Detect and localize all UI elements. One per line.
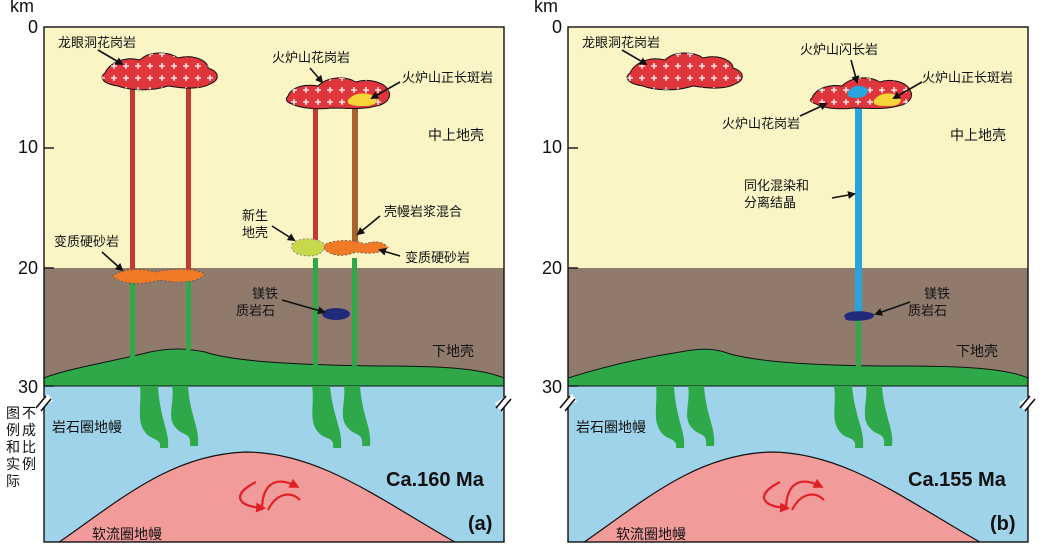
tick-label-a-30: 30 [18, 377, 38, 397]
label-metagraywacke-left: 变质硬砂岩 [54, 234, 119, 250]
label-asthenospheric-mantle: 软流圈地幔 [92, 527, 162, 543]
label-huolu-syenite: 火炉山正长斑岩 [402, 71, 493, 86]
label-longyan-granite-b: 龙眼洞花岗岩 [582, 35, 660, 51]
tick-label-a-10: 10 [18, 137, 38, 157]
underplated-mafic-layer [44, 348, 504, 387]
axis-unit-a: km [10, 0, 34, 16]
label-huolu-syenite-b: 火炉山正长斑岩 [922, 71, 1013, 86]
tick-label-b-20: 20 [542, 258, 562, 278]
labels-panel-a: 龙眼洞花岗岩 火炉山花岗岩 火炉山正长斑岩 中上地壳 新生地壳 壳幔岩浆混合 变… [52, 35, 493, 543]
label-age-a: Ca.160 Ma [386, 469, 485, 491]
longyan-granite-pluton [101, 52, 218, 91]
mafic-feeders [130, 258, 357, 366]
depth-axis-b: km 0 10 20 30 [534, 0, 578, 397]
upper-crust-layer-b [568, 27, 1028, 268]
mafic-rock-body [322, 308, 350, 320]
label-mafic-rock: 镁铁质岩石 [236, 287, 278, 319]
panel-tag-b: (b) [990, 513, 1016, 535]
tick-label-a-20: 20 [18, 258, 38, 278]
asthenosphere-dome [58, 451, 456, 542]
scale-note: 图例和实际不成比例 [6, 406, 36, 490]
scale-note-text: 图例和实际不成比例 [6, 406, 36, 490]
labels-panel-b: 龙眼洞花岗岩 火炉山闪长岩 火炉山正长斑岩 火炉山花岗岩 中上地壳 同化混染和分… [576, 35, 1016, 543]
leader-arrows [97, 49, 923, 316]
huolu-granite-pluton-b [809, 77, 912, 110]
panel-tag-a: (a) [468, 513, 492, 535]
label-new-crust: 新生地壳 [242, 208, 268, 241]
label-magma-mixing: 壳幔岩浆混合 [384, 205, 462, 220]
label-age-b: Ca.155 Ma [908, 469, 1007, 491]
mafic-rock-body-b [844, 311, 875, 321]
new-crust-body [291, 238, 325, 257]
label-afc: 同化混染和分离结晶 [744, 179, 809, 211]
label-metagraywacke-right: 变质硬砂岩 [405, 250, 470, 266]
tick-label-a-0: 0 [28, 17, 38, 37]
mafic-feeder-b [856, 318, 861, 368]
axis-unit-b: km [534, 0, 558, 16]
label-mafic-rock-b: 镁铁质岩石 [908, 287, 950, 319]
panel-b-frame [567, 26, 1029, 543]
asthenosphere-dome-b [583, 451, 981, 542]
metagraywacke-left [111, 268, 206, 284]
afc-conduit [855, 96, 862, 314]
panel-a [44, 27, 504, 542]
label-lithospheric-mantle: 岩石圈地幔 [52, 420, 122, 436]
label-asthenospheric-mantle-b: 软流圈地幔 [616, 527, 686, 543]
mafic-roots-b [655, 386, 893, 448]
underplated-mafic-layer-b [568, 348, 1028, 387]
label-lower-crust-b: 下地壳 [956, 343, 998, 360]
granite-conduits [130, 80, 358, 274]
panel-b [568, 27, 1028, 542]
tick-label-b-30: 30 [542, 377, 562, 397]
longyan-granite-pluton-b [626, 52, 743, 91]
label-upper-crust-b: 中上地壳 [950, 127, 1006, 144]
label-lower-crust: 下地壳 [432, 343, 474, 360]
label-upper-crust: 中上地壳 [428, 127, 484, 144]
mafic-roots [139, 386, 371, 448]
label-longyan-granite: 龙眼洞花岗岩 [58, 35, 136, 51]
depth-axis-a: km 0 10 20 30 [10, 0, 54, 397]
tick-label-b-10: 10 [542, 137, 562, 157]
panel-a-frame [43, 26, 505, 543]
scale-break-marks [35, 394, 1037, 412]
diorite-cap [847, 85, 868, 98]
huolu-granite-pluton [285, 77, 390, 110]
asthenosphere-flow-arrows-b [763, 478, 825, 513]
label-huolu-granite-b: 火炉山花岗岩 [722, 116, 800, 132]
tick-label-b-0: 0 [552, 17, 562, 37]
label-huolu-granite: 火炉山花岗岩 [272, 50, 350, 66]
metagraywacke-right [321, 240, 389, 256]
asthenosphere-flow-arrows [239, 478, 301, 513]
label-diorite: 火炉山闪长岩 [800, 43, 878, 58]
syenite-porphyry-body [347, 93, 377, 106]
label-lithospheric-mantle-b: 岩石圈地幔 [576, 420, 646, 436]
